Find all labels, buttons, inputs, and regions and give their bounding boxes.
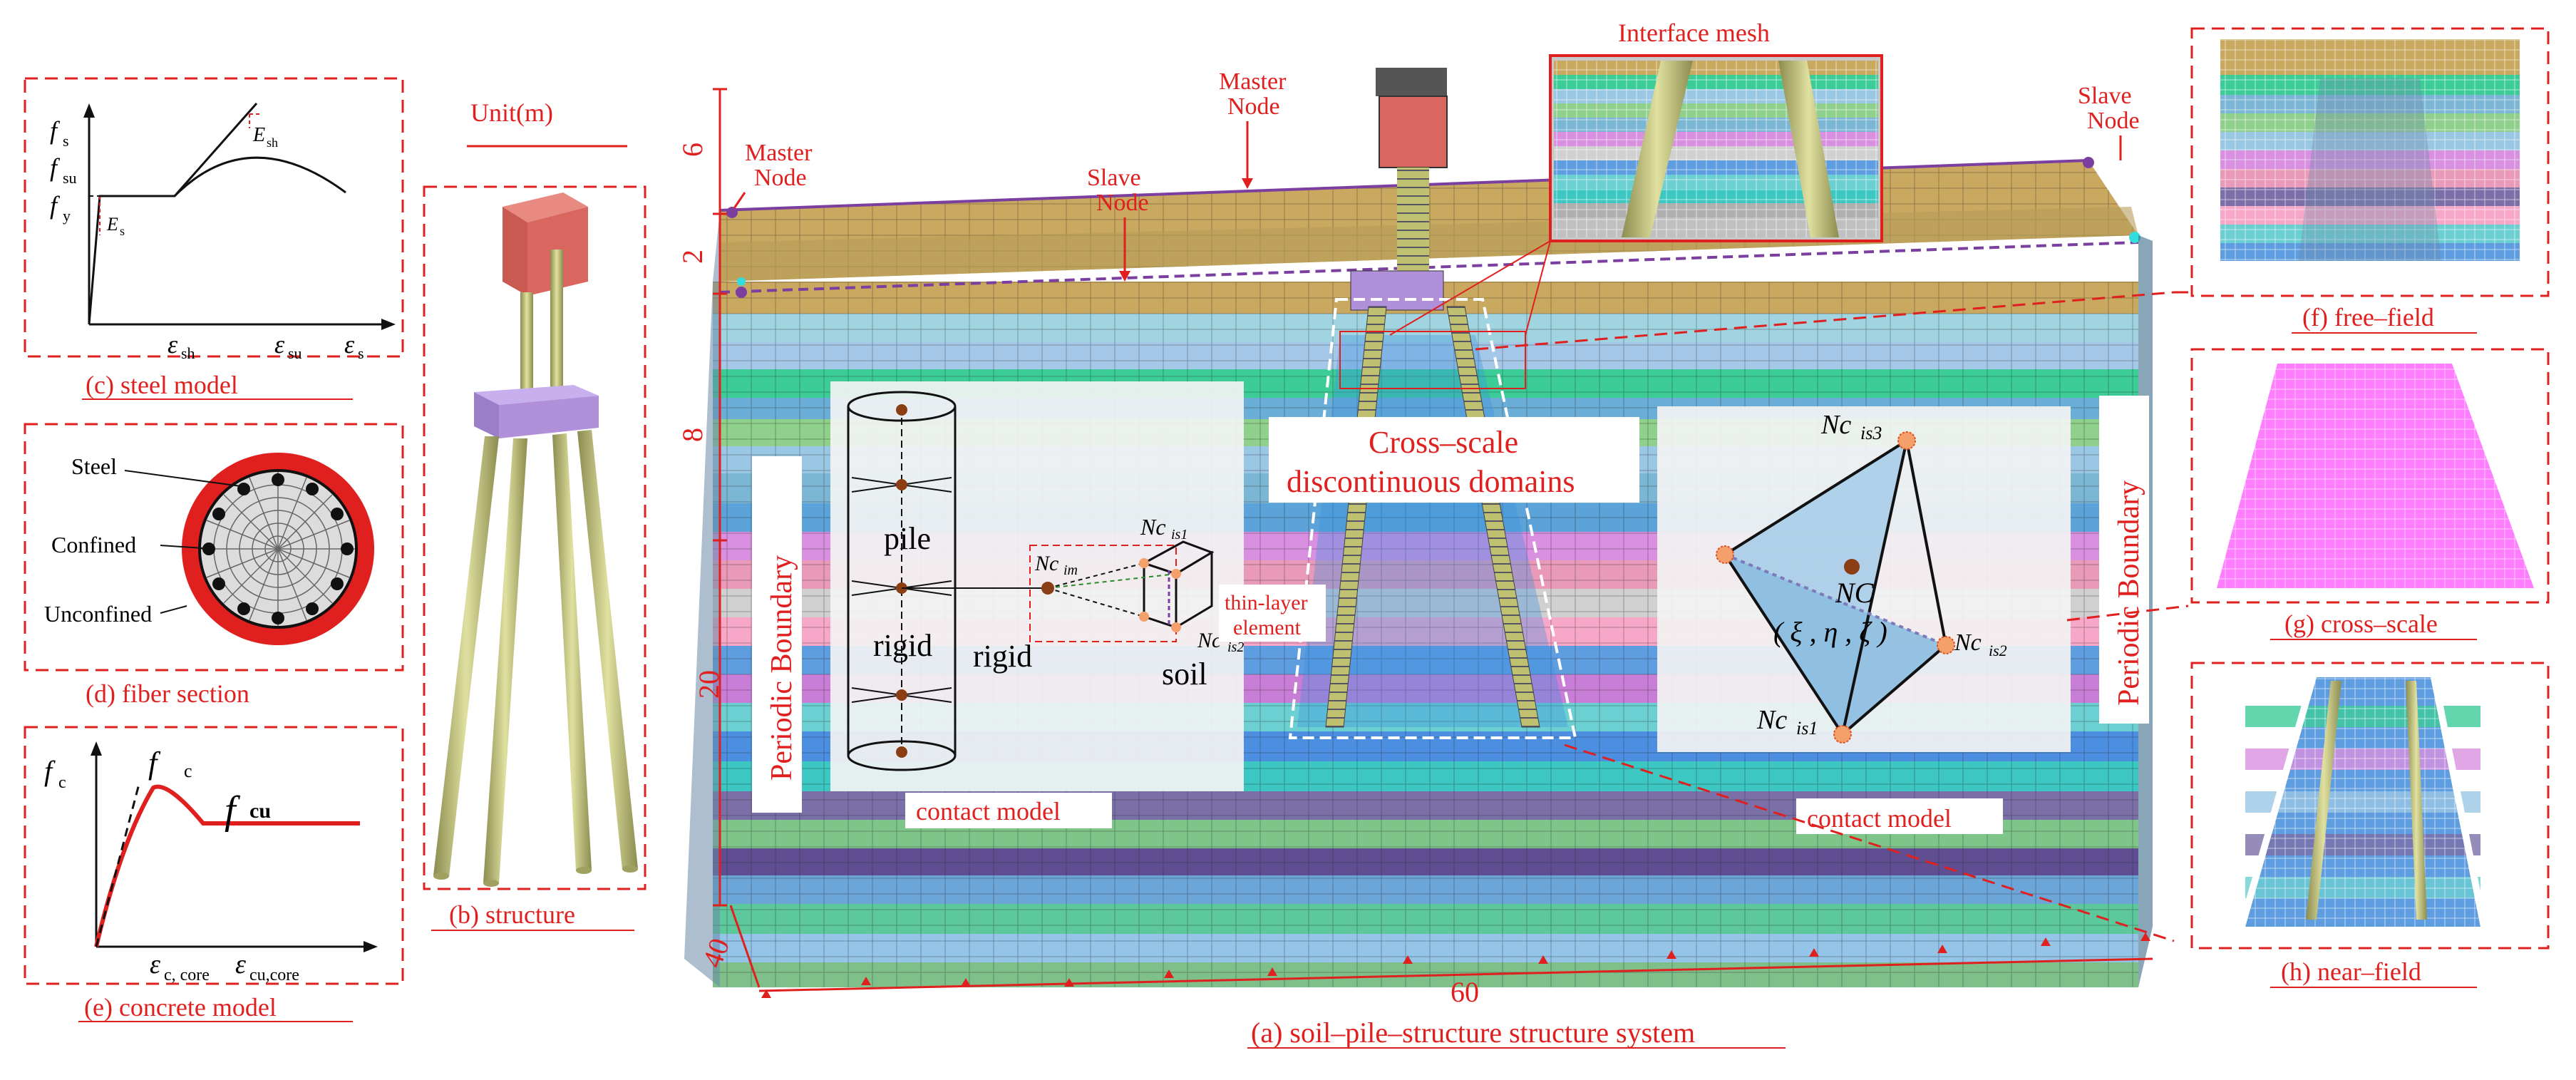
svg-text:im: im	[1063, 562, 1078, 578]
slave-node-mid-1: Slave	[1087, 165, 1141, 191]
concrete-fc-peak: f	[148, 746, 161, 781]
main-piles	[1325, 306, 1540, 728]
concrete-ec-tick: ε	[150, 950, 160, 979]
contact-model-left-label: contact model	[916, 797, 1061, 826]
dim-8: 8	[676, 428, 709, 442]
contact-model-right: Nc is3 NC ( ξ , η , ζ ) Nc is2 Nc is1 co…	[1657, 406, 2071, 834]
master-node-top-2: Node	[1227, 93, 1280, 120]
svg-text:is1: is1	[1796, 718, 1818, 739]
periodic-boundary-right: Periodic Boundary	[2113, 480, 2145, 706]
fiber-confined-label: Confined	[51, 532, 136, 557]
concrete-ecu-tick: ε	[235, 950, 246, 979]
fiber-unconfined-label: Unconfined	[44, 601, 152, 627]
interface-mesh-inset: Interface mesh	[1339, 19, 1883, 389]
svg-text:c, core: c, core	[164, 966, 210, 984]
master-node-left-2: Node	[754, 165, 807, 191]
dim-2: 2	[676, 250, 709, 264]
steel-es-label: E	[106, 214, 118, 235]
steel-model-panel: f s f su f y E s E sh ε sh ε su ε s (c) …	[24, 77, 404, 400]
steel-fsu-label: f	[50, 153, 61, 182]
svg-text:c: c	[58, 773, 66, 792]
main-model: pile rigid rigid soil Nc is1 Nc im Nc is…	[676, 19, 2189, 1049]
soil-label: soil	[1162, 657, 1207, 691]
svg-text:s: s	[63, 132, 69, 150]
main-superstructure	[1350, 68, 1448, 311]
pile-cap	[474, 385, 599, 438]
master-node-top-1: Master	[1219, 68, 1287, 95]
steel-es-tick: ε	[344, 330, 355, 359]
svg-text:cu: cu	[249, 799, 271, 823]
svg-text:su: su	[288, 344, 302, 362]
svg-text:s: s	[358, 344, 364, 362]
dim-6: 6	[676, 143, 709, 157]
panel-d-caption: (d) fiber section	[86, 679, 249, 708]
svg-text:sh: sh	[267, 135, 278, 150]
contact-model-left: pile rigid rigid soil Nc is1 Nc im Nc is…	[830, 381, 1326, 828]
near-field-panel: (h) near–field	[2190, 662, 2550, 988]
interface-mesh-label: Interface mesh	[1618, 19, 1770, 47]
concrete-fcu-label: f	[225, 788, 241, 833]
master-node-left-1: Master	[745, 140, 813, 166]
steel-bars	[202, 473, 354, 624]
steel-esh-tick: ε	[168, 330, 178, 359]
concrete-curve	[94, 784, 360, 947]
tet-nc-is2-label: Nc	[1954, 629, 1982, 656]
concrete-model-panel: f c f c f cu ε c, core ε cu,core (e) con…	[24, 726, 404, 1022]
svg-text:sh: sh	[181, 344, 195, 362]
svg-text:y: y	[63, 207, 71, 225]
panel-b-caption: (b) structure	[449, 900, 575, 929]
free-field-panel: (f) free–field	[2190, 27, 2550, 334]
supports	[761, 932, 2150, 998]
element-label: element	[1233, 616, 1302, 639]
slave-node-right-2: Node	[2087, 108, 2140, 134]
nc-is2-small-label: Nc	[1197, 629, 1221, 652]
rigid-inner-label: rigid	[873, 628, 932, 663]
nc-is1-small-label: Nc	[1140, 514, 1166, 540]
svg-text:s: s	[120, 224, 125, 238]
svg-text:is2: is2	[1989, 642, 2007, 659]
panel-e-caption: (e) concrete model	[84, 993, 277, 1022]
tet-coords-label: ( ξ , η , ζ )	[1773, 616, 1887, 648]
concrete-fc-axis: f	[44, 755, 56, 787]
superstructure-block	[503, 192, 588, 296]
structure-panel: Unit(m) (b) structure	[423, 98, 646, 931]
slave-node-mid-2: Node	[1096, 190, 1149, 216]
rigid-outer-label: rigid	[973, 639, 1032, 674]
svg-text:is3: is3	[1860, 423, 1882, 443]
cross-scale-label-2: discontinuous domains	[1287, 464, 1575, 499]
dim-60: 60	[1451, 976, 1479, 1008]
pile-label: pile	[884, 521, 931, 556]
panel-c-caption: (c) steel model	[86, 371, 238, 399]
steel-esu-tick: ε	[274, 330, 285, 359]
piles	[433, 430, 638, 887]
contact-model-right-label: contact model	[1807, 804, 1952, 833]
fiber-section-panel: Steel Confined Unconfined (d) fiber sect…	[24, 423, 404, 708]
tet-nc-label: NC	[1835, 577, 1875, 609]
dimension-lines	[713, 88, 2153, 992]
unit-label: Unit(m)	[470, 98, 553, 127]
panel-h-caption: (h) near–field	[2281, 957, 2421, 986]
periodic-boundary-left: Periodic Boundary	[766, 555, 798, 781]
svg-text:is1: is1	[1171, 527, 1187, 542]
cross-scale-panel: (g) cross–scale	[2190, 348, 2550, 640]
steel-fs-label: f	[50, 116, 61, 145]
panel-g-caption: (g) cross–scale	[2284, 610, 2438, 638]
fiber-steel-label: Steel	[71, 453, 117, 479]
panel-a-caption: (a) soil–pile–structure structure system	[1251, 1017, 1695, 1049]
slave-node-right-1: Slave	[2078, 83, 2132, 109]
panel-f-caption: (f) free–field	[2302, 303, 2434, 331]
tet-nc-is3-label: Nc	[1820, 410, 1851, 440]
dim-20: 20	[693, 670, 725, 699]
tet-nc-is1-label: Nc	[1756, 705, 1787, 735]
steel-esh-label: E	[252, 124, 265, 146]
svg-text:cu,core: cu,core	[249, 966, 299, 984]
svg-text:is2: is2	[1227, 639, 1244, 655]
cross-scale-label-1: Cross–scale	[1369, 425, 1518, 460]
svg-text:su: su	[63, 169, 77, 187]
svg-text:c: c	[184, 761, 192, 781]
thin-layer-label: thin-layer	[1225, 591, 1308, 614]
steel-fy-label: f	[50, 191, 61, 220]
nc-im-label: Nc	[1034, 552, 1058, 575]
